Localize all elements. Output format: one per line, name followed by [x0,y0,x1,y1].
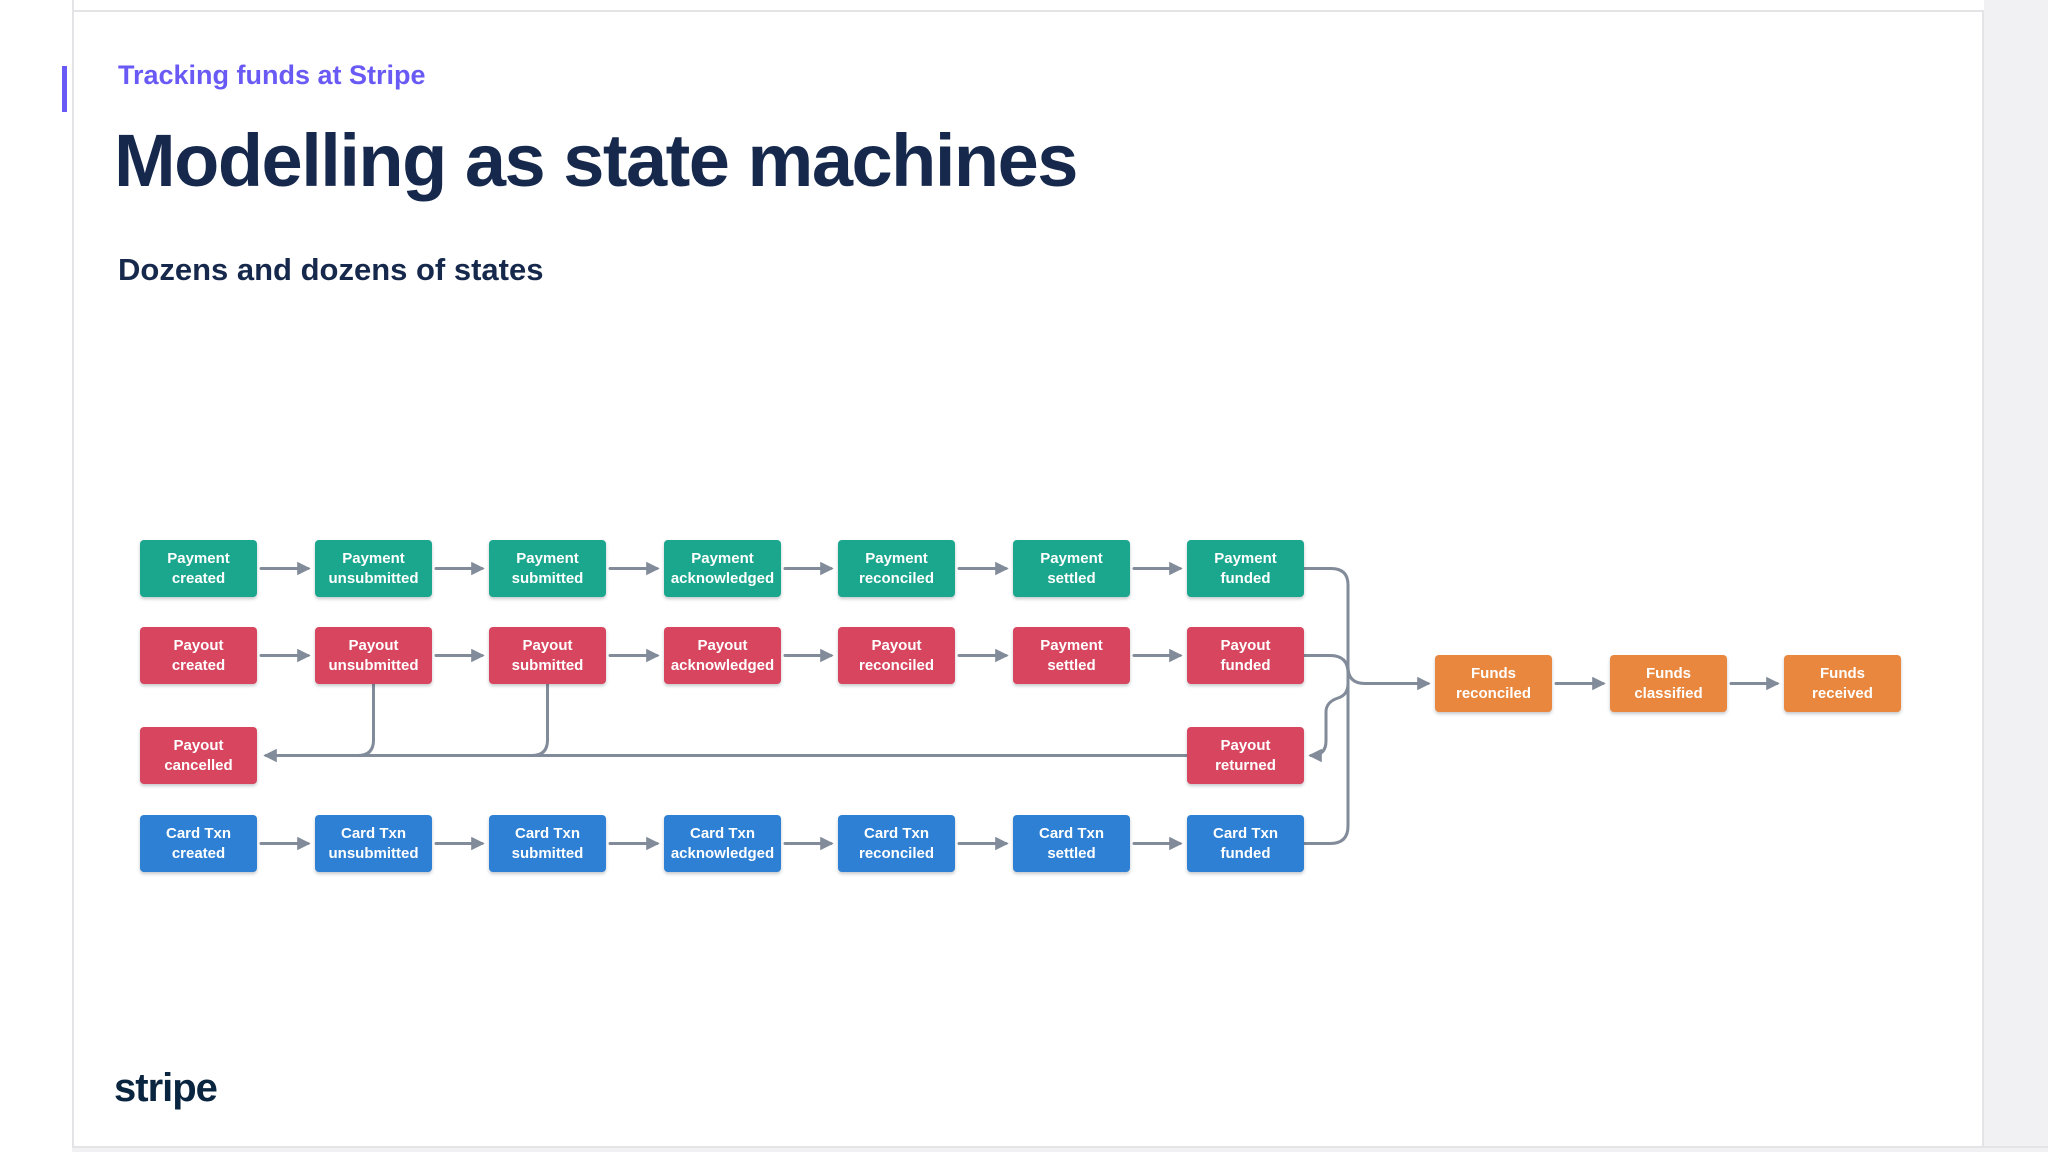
state-label: Payment [691,549,754,567]
state-label: Payment [342,549,405,567]
connector-unsubmitted-drop [356,682,375,757]
state-label: reconciled [858,656,935,674]
state-label: Payout [697,636,748,654]
accent-bar [62,66,67,112]
state-label: Payout [1220,636,1271,654]
state-label: Payment [1040,549,1103,567]
state-label: Payout [173,736,224,754]
state-box-payment-unsubmitted: Payment unsubmitted [315,540,432,597]
state-label: settled [1047,656,1096,674]
state-label: created [171,656,226,674]
connector-submitted-drop [530,682,549,757]
state-label: returned [1215,756,1276,774]
state-label: unsubmitted [328,844,419,862]
slide-title: Modelling as state machines [114,119,1078,202]
state-label: unsubmitted [328,569,419,587]
state-box-payout-funded: Payout funded [1187,627,1304,684]
state-box-payout-unsubmitted: Payout unsubmitted [315,627,432,684]
state-label: Payment [516,549,579,567]
canvas-margin-bottom [72,1148,2048,1152]
state-label: created [171,844,226,862]
connector-payout-funded-join [1302,654,1350,685]
state-label: Payout [522,636,573,654]
state-label: created [171,569,226,587]
state-label: settled [1047,569,1096,587]
state-box-cardtxn-funded: Card Txn funded [1187,815,1304,872]
state-label: Card Txn [863,824,929,842]
state-label: received [1812,684,1873,702]
slide-border-right [1982,10,1984,1146]
state-box-payout-returned: Payout returned [1187,727,1304,784]
slide-border-bottom [72,1146,2048,1148]
state-box-cardtxn-submitted: Card Txn submitted [489,815,606,872]
state-box-payment-submitted: Payment submitted [489,540,606,597]
state-label: reconciled [858,569,935,587]
slide-border-top [72,10,1982,12]
slide-eyebrow: Tracking funds at Stripe [118,60,426,90]
connector-cardtxn-funded-join [1302,682,1350,845]
state-box-cardtxn-reconciled: Card Txn reconciled [838,815,955,872]
state-box-payment-acknowledged: Payment acknowledged [664,540,781,597]
state-box-funds-reconciled: Funds reconciled [1435,655,1552,712]
state-label: Payment [1040,636,1103,654]
slide-border-left [72,0,74,1146]
state-box-funds-received: Funds received [1784,655,1901,712]
state-label: unsubmitted [328,656,419,674]
state-label: Payment [865,549,928,567]
state-box-payout-cancelled: Payout cancelled [140,727,257,784]
state-label: Card Txn [689,824,755,842]
stripe-logo: stripe [114,1066,218,1110]
state-label: submitted [511,569,584,587]
state-label: reconciled [858,844,935,862]
state-box-cardtxn-settled: Card Txn settled [1013,815,1130,872]
state-label: Payout [348,636,399,654]
state-label: settled [1047,844,1096,862]
state-box-cardtxn-created: Card Txn created [140,815,257,872]
state-label: reconciled [1455,684,1532,702]
state-label: Funds [1646,664,1691,682]
state-label: Card Txn [514,824,580,842]
state-box-payment-settled: Payment settled [1013,540,1130,597]
state-label: Funds [1820,664,1865,682]
state-label: submitted [511,656,584,674]
state-box-cardtxn-acknowledged: Card Txn acknowledged [664,815,781,872]
state-box-payout-acknowledged: Payout acknowledged [664,627,781,684]
state-label: funded [1220,569,1271,587]
slide-subtitle: Dozens and dozens of states [118,252,544,287]
state-box-payment-created: Payment created [140,540,257,597]
state-box-payment-reconciled: Payment reconciled [838,540,955,597]
state-box-payout-settled: Payment settled [1013,627,1130,684]
state-label: funded [1220,844,1271,862]
state-label: Payout [173,636,224,654]
connector-group [259,561,1780,851]
state-label: Payout [1220,736,1271,754]
state-label: classified [1634,684,1703,702]
state-box-payout-submitted: Payout submitted [489,627,606,684]
state-label: Card Txn [340,824,406,842]
state-box-payout-reconciled: Payout reconciled [838,627,955,684]
state-label: Funds [1471,664,1516,682]
state-label: Payment [167,549,230,567]
canvas-margin-right [1984,0,2048,1152]
connector-payment-funded-to-funds [1302,567,1431,691]
state-box-funds-classified: Funds classified [1610,655,1727,712]
state-box-payment-funded: Payment funded [1187,540,1304,597]
state-label: acknowledged [670,569,775,587]
state-label: Payment [1214,549,1277,567]
state-label: submitted [511,844,584,862]
state-label: cancelled [164,756,233,774]
state-label: Card Txn [1212,824,1278,842]
state-label: acknowledged [670,656,775,674]
state-label: acknowledged [670,844,775,862]
state-box-payout-created: Payout created [140,627,257,684]
state-label: Card Txn [165,824,231,842]
state-label: Card Txn [1038,824,1104,842]
state-label: funded [1220,656,1271,674]
state-box-cardtxn-unsubmitted: Card Txn unsubmitted [315,815,432,872]
state-label: Payout [871,636,922,654]
connector-to-payout-returned [1308,682,1350,763]
